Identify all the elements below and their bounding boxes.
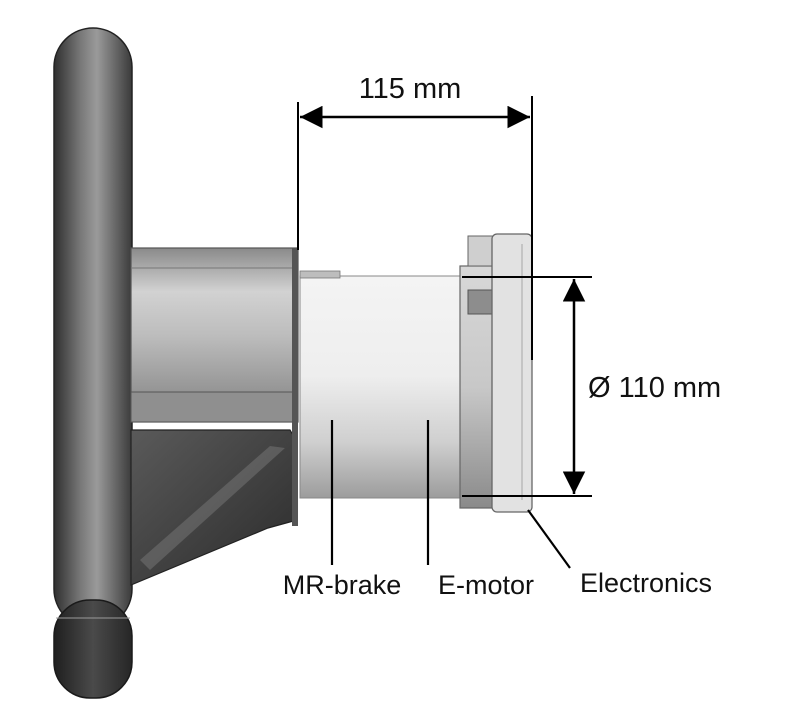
- brake-tab: [299, 270, 341, 279]
- length-label: 115 mm: [359, 73, 462, 105]
- spoke-highlight: [140, 446, 285, 570]
- e-motor-label: E-motor: [438, 570, 534, 600]
- steering-wheel: [53, 27, 133, 699]
- mr-brake-label: MR-brake: [283, 570, 402, 600]
- electronics-label: Electronics: [580, 568, 712, 598]
- electronics-cover: [491, 233, 533, 513]
- length-dimension: 115 mm: [297, 73, 533, 360]
- electronics-flange: [459, 233, 533, 513]
- flange-top-step: [467, 235, 495, 267]
- diameter-label: Ø 110 mm: [588, 372, 721, 404]
- wheel-rim-lower: [53, 599, 133, 699]
- electronics-leader: [527, 509, 571, 569]
- hub-housing: [130, 247, 299, 586]
- hub-band: [130, 391, 299, 423]
- wheel-rim-upper: [53, 27, 133, 629]
- flange-notch: [467, 289, 495, 315]
- motor-cylinder: [299, 270, 463, 565]
- hub-mount-plate: [292, 248, 298, 526]
- diameter-dimension: Ø 110 mm: [462, 276, 721, 497]
- mr-brake-emotor-body: [299, 275, 463, 499]
